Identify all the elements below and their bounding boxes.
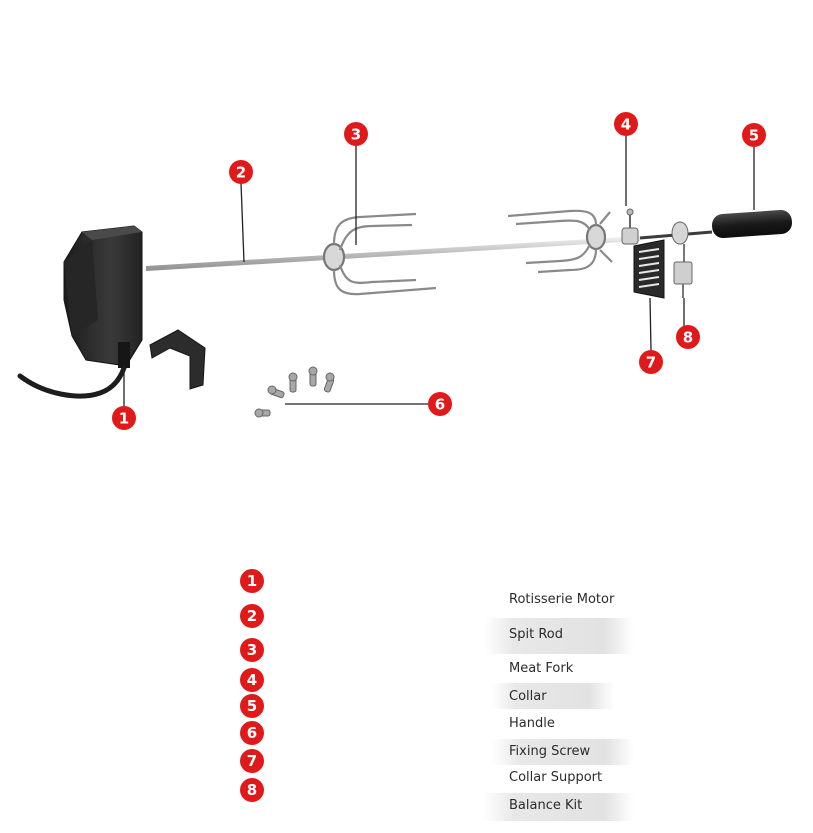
handle: [712, 209, 792, 239]
svg-text:6: 6: [435, 396, 445, 414]
legend-number-5: 5: [240, 694, 264, 718]
svg-text:8: 8: [683, 329, 693, 347]
meat-fork-left: [322, 212, 437, 296]
collar: [621, 208, 639, 245]
callout-5: 5: [742, 123, 766, 147]
legend-label-2: Spit Rod: [509, 627, 563, 642]
legend-band-2: [484, 618, 634, 654]
legend-label-5: Handle: [509, 716, 555, 731]
legend-band-6: [492, 739, 634, 765]
legend-number-4: 4: [240, 668, 264, 692]
legend-band-4: [492, 683, 614, 709]
legend-number-7: 7: [240, 749, 264, 773]
legend-label-6: Fixing Screw: [509, 744, 591, 759]
legend-band-8: [484, 793, 634, 821]
leader-lines: [123, 136, 755, 406]
rotisserie-motor: [63, 225, 143, 368]
svg-text:7: 7: [646, 354, 656, 372]
callout-3: 3: [344, 122, 368, 146]
legend-number-2: 2: [240, 604, 264, 628]
callout-7: 7: [639, 350, 663, 374]
legend-label-8: Balance Kit: [509, 798, 583, 813]
callout-1: 1: [112, 406, 136, 430]
motor-bracket: [149, 329, 206, 390]
legend-number-3: 3: [240, 638, 264, 662]
svg-text:1: 1: [119, 410, 129, 428]
legend-number-8: 8: [240, 778, 264, 802]
svg-text:3: 3: [351, 126, 361, 144]
legend-number-1: 1: [240, 569, 264, 593]
svg-text:2: 2: [236, 164, 246, 182]
legend-label-1: Rotisserie Motor: [509, 592, 615, 607]
power-cord: [17, 359, 129, 399]
collar-support: [633, 239, 665, 299]
callout-2: 2: [229, 160, 253, 184]
callout-6: 6: [428, 392, 452, 416]
balance-kit: [671, 221, 693, 298]
callout-8: 8: [676, 325, 700, 349]
svg-text:4: 4: [621, 116, 631, 134]
fixing-screws: [254, 366, 335, 418]
legend-label-3: Meat Fork: [509, 661, 574, 676]
callout-4: 4: [614, 112, 638, 136]
legend-number-6: 6: [240, 721, 264, 745]
legend-label-4: Collar: [509, 689, 547, 704]
meat-fork-right: [507, 209, 613, 274]
svg-text:5: 5: [749, 127, 759, 145]
legend-label-7: Collar Support: [509, 770, 603, 785]
